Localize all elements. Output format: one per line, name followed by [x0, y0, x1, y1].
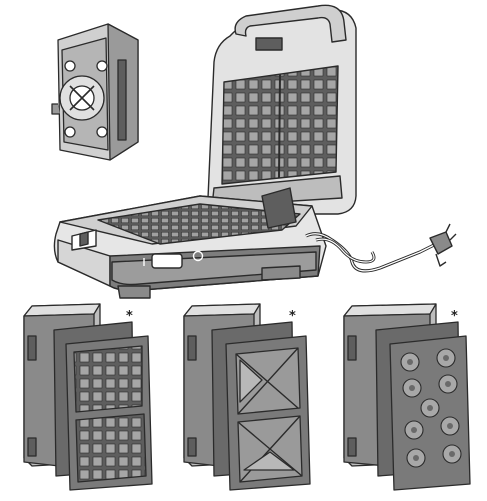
hinge-plate-holder [51, 23, 139, 161]
lid-handle [234, 4, 347, 43]
accessory-marker-sandwich: * [289, 309, 296, 324]
waffle-plates-set [23, 303, 153, 491]
power-icon [192, 250, 204, 262]
accessory-marker-donut: * [451, 309, 458, 324]
accessory-marker-waffle: * [126, 309, 133, 324]
indicator-slot [151, 253, 183, 269]
lid-latch [255, 37, 283, 51]
sandwich-plates-set [183, 303, 311, 491]
donut-plates-set [343, 303, 471, 491]
power-plug [429, 231, 453, 255]
waffle-maker [53, 4, 457, 299]
